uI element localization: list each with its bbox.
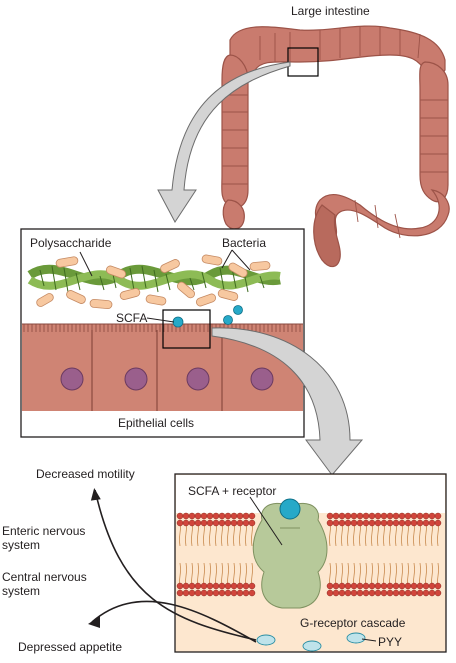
nucleus — [250, 367, 274, 391]
label-enteric-nervous-system: Enteric nervous system — [2, 524, 86, 552]
label-central-nervous-system: Central nervous system — [2, 570, 87, 598]
cell-zoom-box — [162, 309, 211, 349]
label-scfa: SCFA — [116, 311, 148, 325]
label-decreased-motility: Decreased motility — [36, 467, 135, 481]
label-g-receptor-cascade: G-receptor cascade — [300, 616, 406, 630]
label-polysaccharide: Polysaccharide — [30, 236, 112, 250]
label-large-intestine: Large intestine — [291, 4, 370, 18]
nucleus — [124, 367, 148, 391]
pyy-vesicles — [256, 632, 366, 652]
epithelial-panel — [20, 228, 305, 438]
label-epithelial-cells: Epithelial cells — [118, 416, 195, 430]
label-bacteria: Bacteria — [222, 236, 267, 250]
lipid-bilayer — [176, 512, 442, 597]
zoom-arrow-1 — [157, 61, 291, 223]
scfa-molecules — [172, 305, 243, 328]
signal-arrows — [91, 489, 257, 643]
label-pyy: PYY — [378, 635, 403, 649]
nucleus — [186, 367, 210, 391]
label-depressed-appetite: Depressed appetite — [18, 640, 123, 654]
bacteria-group — [36, 254, 271, 310]
large-intestine-illustration — [221, 25, 450, 268]
nucleus — [60, 367, 84, 391]
label-scfa-receptor: SCFA + receptor — [188, 484, 277, 498]
scfa-on-receptor — [279, 498, 301, 520]
